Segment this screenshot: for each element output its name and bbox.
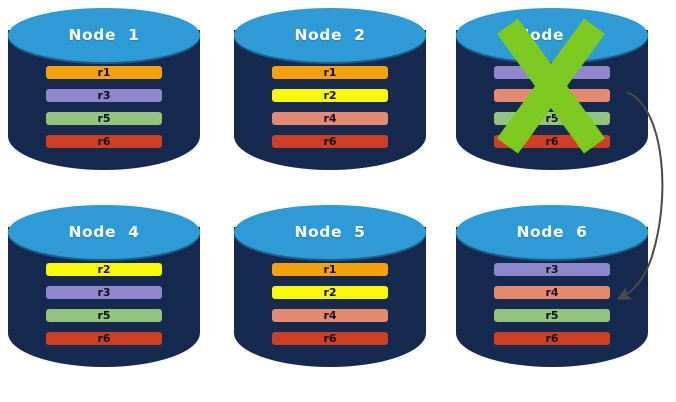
- record-bar[interactable]: r2: [272, 89, 388, 102]
- record-bar[interactable]: r6: [46, 332, 162, 345]
- cylinder-top-ellipse: [234, 8, 426, 62]
- record-bar[interactable]: r6: [494, 332, 610, 345]
- node-1-records: r1 r3 r5 r6: [46, 66, 162, 148]
- record-bar[interactable]: r1: [272, 263, 388, 276]
- record-bar[interactable]: r5: [494, 309, 610, 322]
- cylinder-top-ellipse: [8, 205, 200, 259]
- record-bar[interactable]: r1: [272, 66, 388, 79]
- cylinder-top-ellipse: [8, 8, 200, 62]
- record-bar[interactable]: r2: [272, 286, 388, 299]
- node-6-label: Node 6: [516, 223, 588, 241]
- record-bar[interactable]: r3: [46, 286, 162, 299]
- node-4-records: r2 r3 r5 r6: [46, 263, 162, 345]
- node-1[interactable]: Node 1 r1 r3 r5 r6: [8, 8, 200, 190]
- record-bar[interactable]: r6: [272, 135, 388, 148]
- record-bar[interactable]: r5: [494, 112, 610, 125]
- record-bar[interactable]: r4: [272, 112, 388, 125]
- record-bar[interactable]: r5: [46, 112, 162, 125]
- record-bar[interactable]: r3: [494, 66, 610, 79]
- node-5[interactable]: Node 5 r1 r2 r4 r6: [234, 205, 426, 387]
- record-bar[interactable]: r4: [494, 286, 610, 299]
- record-bar[interactable]: r5: [46, 309, 162, 322]
- node-4-label: Node 4: [68, 223, 140, 241]
- record-bar[interactable]: r2: [46, 263, 162, 276]
- node-5-records: r1 r2 r4 r6: [272, 263, 388, 345]
- record-bar[interactable]: r1: [46, 66, 162, 79]
- node-2-records: r1 r2 r4 r6: [272, 66, 388, 148]
- node-3-records: r3 r4 r5 r6: [494, 66, 610, 148]
- node-6[interactable]: Node 6 r3 r4 r5 r6: [456, 205, 648, 387]
- node-3-label: Node 3: [516, 26, 588, 44]
- node-2-label: Node 2: [294, 26, 366, 44]
- node-4[interactable]: Node 4 r2 r3 r5 r6: [8, 205, 200, 387]
- record-bar[interactable]: r6: [46, 135, 162, 148]
- record-bar[interactable]: r6: [494, 135, 610, 148]
- node-1-label: Node 1: [68, 26, 140, 44]
- node-5-label: Node 5: [294, 223, 366, 241]
- cylinder-top-ellipse: [456, 205, 648, 259]
- record-bar[interactable]: r3: [46, 89, 162, 102]
- node-3[interactable]: Node 3 r3 r4 r5 r6: [456, 8, 648, 190]
- record-bar[interactable]: r4: [494, 89, 610, 102]
- node-6-records: r3 r4 r5 r6: [494, 263, 610, 345]
- record-bar[interactable]: r3: [494, 263, 610, 276]
- cylinder-top-ellipse: [234, 205, 426, 259]
- record-bar[interactable]: r4: [272, 309, 388, 322]
- node-2[interactable]: Node 2 r1 r2 r4 r6: [234, 8, 426, 190]
- record-bar[interactable]: r6: [272, 332, 388, 345]
